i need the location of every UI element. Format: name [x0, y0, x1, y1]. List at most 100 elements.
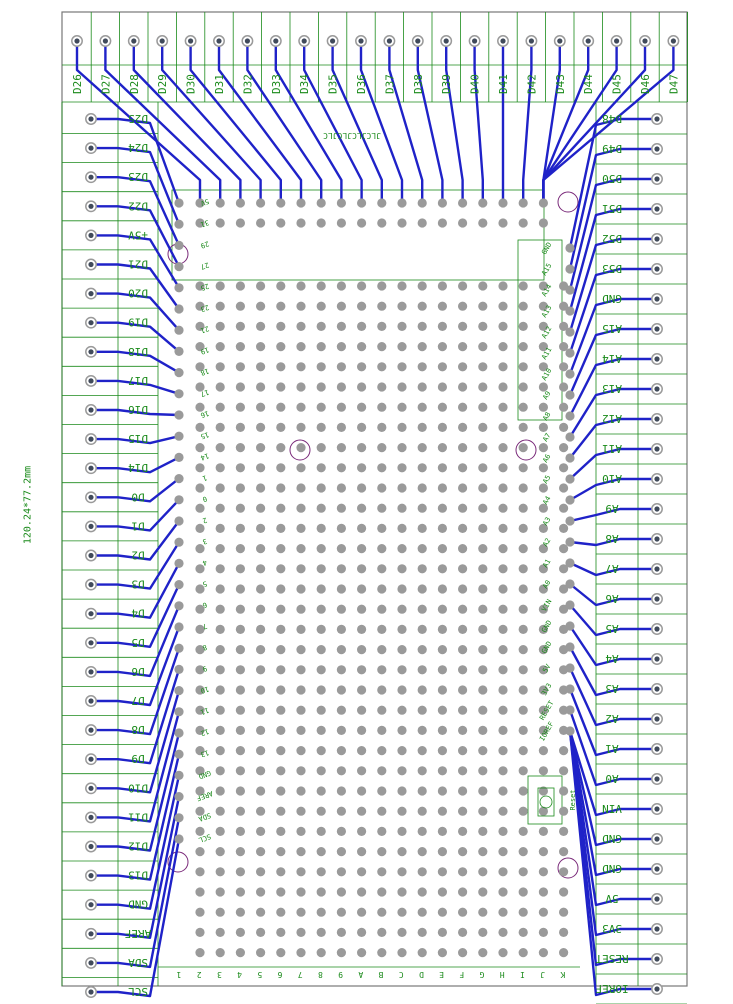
proto-pad: [296, 766, 306, 776]
proto-pad: [256, 867, 266, 877]
proto-pad: [538, 927, 549, 938]
proto-pad: [478, 806, 488, 816]
proto-pad: [357, 746, 367, 756]
right-header-pad: [654, 836, 660, 842]
connector-pad: [377, 198, 387, 208]
right-inner-pad: [565, 432, 575, 442]
proto-pad: [276, 685, 286, 695]
right-header-pad: [654, 506, 660, 512]
proto-pad: [559, 907, 569, 917]
proto-pad: [316, 907, 326, 917]
proto-pad: [417, 544, 427, 554]
proto-pad: [256, 826, 266, 837]
right-inner-pad: [565, 621, 575, 631]
top-trace: [303, 41, 363, 203]
proto-pad: [397, 564, 407, 574]
proto-pad: [458, 887, 468, 897]
proto-pad: [215, 867, 225, 877]
proto-pad: [397, 867, 407, 877]
brand-text: JLCJLCJLCJLC: [323, 131, 381, 140]
proto-pad: [538, 584, 549, 594]
proto-pad: [357, 483, 367, 493]
right-trace: [568, 688, 657, 757]
proto-pad: [357, 948, 367, 958]
proto-pad: [437, 746, 447, 756]
proto-pad: [235, 342, 245, 352]
proto-pad: [296, 806, 306, 816]
right-header-label: A6: [605, 592, 618, 605]
left-inner-label: 9: [201, 664, 208, 673]
proto-pad: [276, 483, 286, 493]
proto-pad: [256, 685, 266, 695]
proto-pad: [417, 645, 427, 655]
proto-pad: [195, 503, 205, 513]
right-header-pad: [654, 896, 660, 902]
proto-pad: [377, 584, 387, 594]
right-trace: [569, 561, 657, 577]
left-header-pad: [88, 203, 94, 209]
proto-pad: [377, 887, 387, 897]
proto-pad: [417, 463, 427, 473]
proto-pad: [256, 422, 266, 432]
proto-pad: [498, 927, 508, 938]
proto-pad: [458, 301, 468, 311]
proto-pad: [498, 503, 508, 513]
proto-pad: [336, 685, 346, 695]
proto-pad: [276, 564, 286, 574]
proto-pad: [518, 584, 528, 594]
left-header-pad: [88, 349, 94, 355]
right-trace: [569, 604, 657, 637]
proto-pad: [357, 584, 367, 594]
proto-pad: [437, 402, 447, 412]
proto-pad: [215, 746, 225, 756]
left-inner-pad: [174, 410, 184, 420]
proto-pad: [397, 523, 407, 534]
proto-pad: [235, 826, 245, 837]
proto-pad: [498, 725, 508, 736]
proto-pad: [478, 382, 488, 392]
top-header-pad: [443, 38, 449, 44]
left-header-label: GND: [128, 898, 148, 911]
right-trace: [569, 477, 657, 502]
proto-pad: [559, 826, 569, 837]
proto-pad: [559, 806, 569, 816]
proto-pad: [316, 665, 326, 675]
left-header-pad: [88, 843, 94, 850]
proto-pad: [256, 523, 266, 534]
proto-pad: [336, 927, 346, 938]
left-header-pad: [88, 116, 94, 122]
proto-pad: [276, 604, 286, 614]
left-header-label: D2: [131, 549, 144, 562]
proto-pad: [276, 382, 286, 392]
top-header-pad: [415, 38, 421, 44]
proto-pad: [336, 443, 346, 453]
left-inner-label: SCL: [197, 832, 212, 844]
proto-pad: [559, 301, 569, 311]
proto-pad: [195, 604, 205, 614]
top-header-label: D45: [611, 74, 624, 94]
proto-pad: [276, 826, 286, 837]
proto-pad: [276, 665, 286, 675]
left-header-pad: [88, 611, 94, 617]
proto-pad: [397, 907, 407, 917]
connector-pad: [498, 198, 508, 208]
proto-pad: [559, 362, 569, 372]
proto-pad: [417, 847, 427, 857]
proto-pad: [437, 362, 447, 372]
proto-pad: [316, 766, 326, 776]
proto-pad: [458, 281, 468, 291]
right-header-label: A3: [605, 682, 618, 695]
left-trace: [91, 408, 180, 417]
proto-pad: [397, 584, 407, 594]
reset-button[interactable]: [537, 787, 555, 817]
proto-pad: [478, 544, 488, 554]
top-trace: [473, 41, 484, 203]
left-inner-label: 5: [201, 579, 208, 588]
proto-pad: [559, 443, 569, 453]
proto-pad: [437, 705, 447, 715]
proto-pad: [498, 887, 508, 897]
right-inner-pad: [565, 369, 575, 379]
proto-pad: [336, 281, 346, 291]
proto-pad: [417, 362, 427, 372]
proto-pad: [357, 503, 367, 513]
